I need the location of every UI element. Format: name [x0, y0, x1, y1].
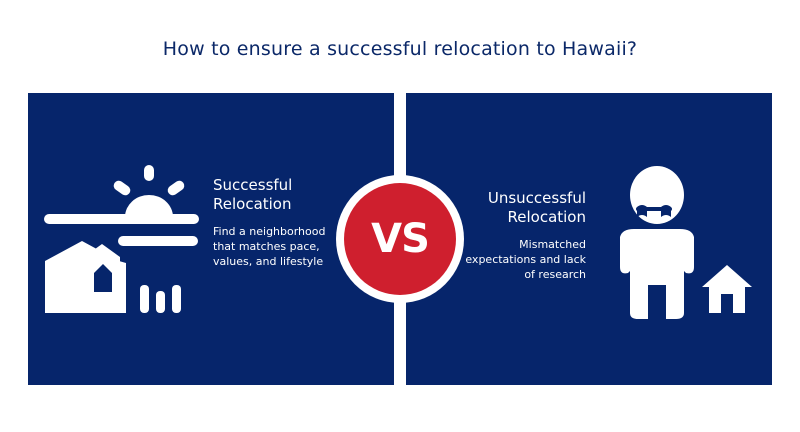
unsuccessful-description: Mismatched expectations and lack of rese…	[465, 238, 586, 281]
sad-person-house-icon	[620, 166, 752, 319]
successful-description: Find a neighborhood that matches pace, v…	[213, 225, 326, 268]
vs-badge: VS	[344, 183, 456, 295]
sunrise-house-icon	[44, 165, 199, 313]
successful-relocation-panel: Successful Relocation Find a neighborhoo…	[28, 93, 394, 385]
successful-heading: Successful Relocation	[213, 176, 293, 213]
unsuccessful-heading: Unsuccessful Relocation	[487, 189, 586, 226]
vs-label: VS	[371, 216, 430, 262]
unsuccessful-relocation-panel: Unsuccessful Relocation Mismatched expec…	[406, 93, 772, 385]
page-title: How to ensure a successful relocation to…	[162, 38, 638, 60]
